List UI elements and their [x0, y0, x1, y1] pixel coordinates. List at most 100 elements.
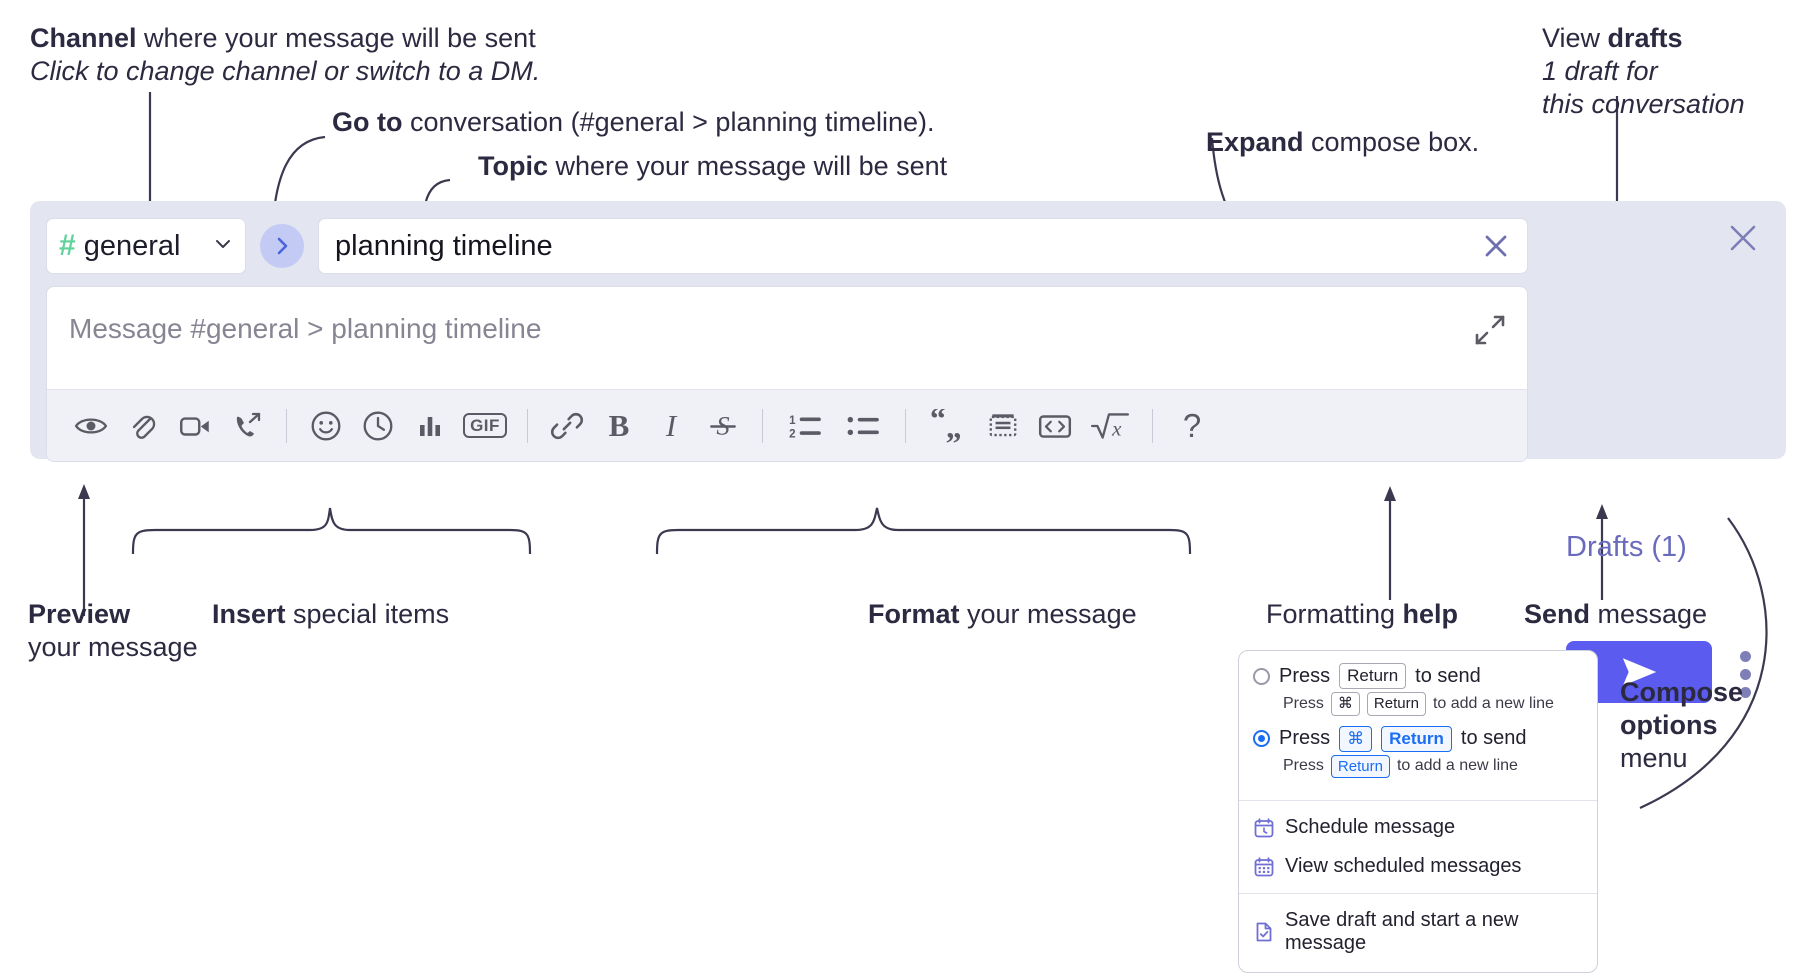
annotation-drafts-italic1: 1 draft for	[1542, 55, 1658, 86]
audio-clip-button[interactable]	[221, 400, 273, 452]
topic-value: planning timeline	[335, 229, 553, 262]
key-chip-return: Return	[1366, 692, 1426, 716]
annotation-help-pre: Formatting	[1266, 599, 1403, 629]
menu-item-view-scheduled[interactable]: View scheduled messages	[1239, 847, 1597, 886]
send-shortcut-options: Press Return to send Press ⌘ Return to a…	[1239, 651, 1597, 800]
bulleted-list-icon	[847, 416, 879, 435]
blockquote-button[interactable]: “ „	[919, 400, 977, 452]
message-placeholder: Message #general > planning timeline	[69, 313, 542, 344]
code-block-icon	[989, 413, 1017, 436]
channel-name: general	[83, 229, 181, 262]
ordered-list-icon: 1 2	[789, 413, 821, 440]
send-option-cmd-return[interactable]: Press ⌘ Return to send	[1253, 725, 1583, 752]
annotation-format-bold: Format	[868, 599, 960, 629]
formatting-help-button[interactable]: ?	[1166, 400, 1218, 452]
math-button[interactable]: x	[1081, 400, 1139, 452]
link-button[interactable]	[541, 400, 593, 452]
code-block-button[interactable]	[977, 400, 1029, 452]
option-suffix-label: to send	[1460, 727, 1527, 750]
emoji-button[interactable]	[300, 400, 352, 452]
expand-icon	[1475, 315, 1505, 345]
annotation-format-rest: your message	[959, 599, 1137, 629]
annotation-compose-options-rest: menu	[1620, 742, 1688, 773]
menu-divider	[1239, 800, 1597, 802]
key-chip-cmd: ⌘	[1339, 725, 1373, 752]
svg-text:„: „	[946, 409, 962, 442]
annotation-topic-bold: Topic	[478, 151, 548, 181]
channel-selector[interactable]: # general	[46, 218, 246, 274]
send-icon	[1622, 658, 1657, 686]
close-icon	[1730, 225, 1756, 251]
close-panel-button[interactable]	[1724, 219, 1762, 257]
radio-icon-selected[interactable]	[1253, 730, 1270, 748]
goto-conversation-button[interactable]	[260, 224, 304, 268]
annotation-goto-rest: conversation (#general > planning timeli…	[402, 107, 935, 137]
annotation-channel-rest: where your message will be sent	[136, 23, 536, 53]
message-compose-box: Message #general > planning timeline	[46, 286, 1528, 462]
annotation-expand: Expand compose box.	[1206, 126, 1479, 159]
menu-item-save-draft[interactable]: Save draft and start a new message	[1239, 901, 1597, 963]
poll-button[interactable]	[404, 400, 456, 452]
bold-button[interactable]: B	[593, 400, 645, 452]
menu-item-schedule-message[interactable]: Schedule message	[1239, 808, 1597, 847]
radio-icon[interactable]	[1253, 667, 1270, 685]
math-icon: x	[1090, 412, 1130, 440]
chevron-right-icon	[277, 237, 288, 255]
calendar-grid-icon	[1254, 856, 1274, 877]
annotation-expand-bold: Expand	[1206, 127, 1304, 157]
menu-item-label: View scheduled messages	[1285, 855, 1522, 878]
gif-button[interactable]: GIF	[456, 400, 514, 452]
video-clip-button[interactable]	[169, 400, 221, 452]
clear-topic-button[interactable]	[1479, 229, 1513, 263]
help-icon: ?	[1182, 406, 1202, 444]
poll-icon	[420, 416, 440, 436]
overflow-menu-icon	[1740, 687, 1751, 698]
screenshot-root: Channel where your message will be sent …	[28, 22, 1786, 973]
bulleted-list-button[interactable]	[834, 400, 892, 452]
audio-call-icon	[236, 412, 261, 436]
gif-icon: GIF	[463, 413, 507, 438]
annotation-channel: Channel where your message will be sent …	[30, 22, 540, 88]
annotation-drafts-pre: View	[1542, 23, 1608, 53]
expand-compose-button[interactable]	[1473, 313, 1507, 347]
preview-icon-button[interactable]	[65, 400, 117, 452]
sub-press-label: Press	[1283, 694, 1324, 712]
ordered-list-button[interactable]: 1 2	[776, 400, 834, 452]
toolbar-divider	[286, 408, 287, 443]
chevron-down-icon	[213, 234, 233, 258]
annotation-compose-options: Compose options menu	[1620, 676, 1743, 775]
compose-options-button[interactable]	[1740, 651, 1751, 698]
attachment-button[interactable]	[117, 400, 169, 452]
annotation-goto: Go to conversation (#general > planning …	[332, 106, 935, 139]
compose-panel: # general planning timeline	[30, 201, 1786, 703]
menu-group-draft: Save draft and start a new message	[1239, 894, 1597, 972]
key-chip-cmd: ⌘	[1330, 692, 1360, 716]
message-input[interactable]: Message #general > planning timeline	[47, 287, 1527, 389]
compose-inner: # general planning timeline	[46, 218, 1528, 462]
key-chip-return: Return	[1339, 663, 1407, 690]
key-chip-return: Return	[1330, 754, 1390, 779]
annotation-goto-bold: Go to	[332, 107, 403, 137]
option-press-label: Press	[1279, 664, 1331, 687]
option-press-label: Press	[1279, 727, 1331, 750]
send-option-return[interactable]: Press Return to send	[1253, 663, 1583, 690]
send-option-cmd-return-sub: Press Return to add a new line	[1283, 754, 1583, 779]
svg-text:x: x	[1111, 416, 1122, 440]
annotation-compose-options-bold1: Compose	[1620, 677, 1744, 707]
sub-suffix-label: to add a new line	[1396, 757, 1518, 775]
code-button[interactable]	[1029, 400, 1081, 452]
annotation-compose-options-bold2: options	[1620, 709, 1718, 740]
option-suffix-label: to send	[1415, 664, 1481, 687]
drafts-link[interactable]: Drafts (1)	[1566, 531, 1687, 563]
strikethrough-button[interactable]: S	[697, 400, 749, 452]
reminder-button[interactable]	[352, 400, 404, 452]
annotation-preview: Preview your message	[28, 598, 198, 664]
menu-divider	[1239, 893, 1597, 895]
video-icon	[180, 416, 209, 436]
italic-button[interactable]: I	[645, 400, 697, 452]
send-option-return-sub: Press ⌘ Return to add a new line	[1283, 692, 1583, 716]
toolbar-divider	[1152, 408, 1153, 443]
svg-text:1: 1	[789, 413, 796, 426]
annotation-preview-bold: Preview	[28, 599, 131, 629]
topic-input[interactable]: planning timeline	[318, 218, 1528, 274]
